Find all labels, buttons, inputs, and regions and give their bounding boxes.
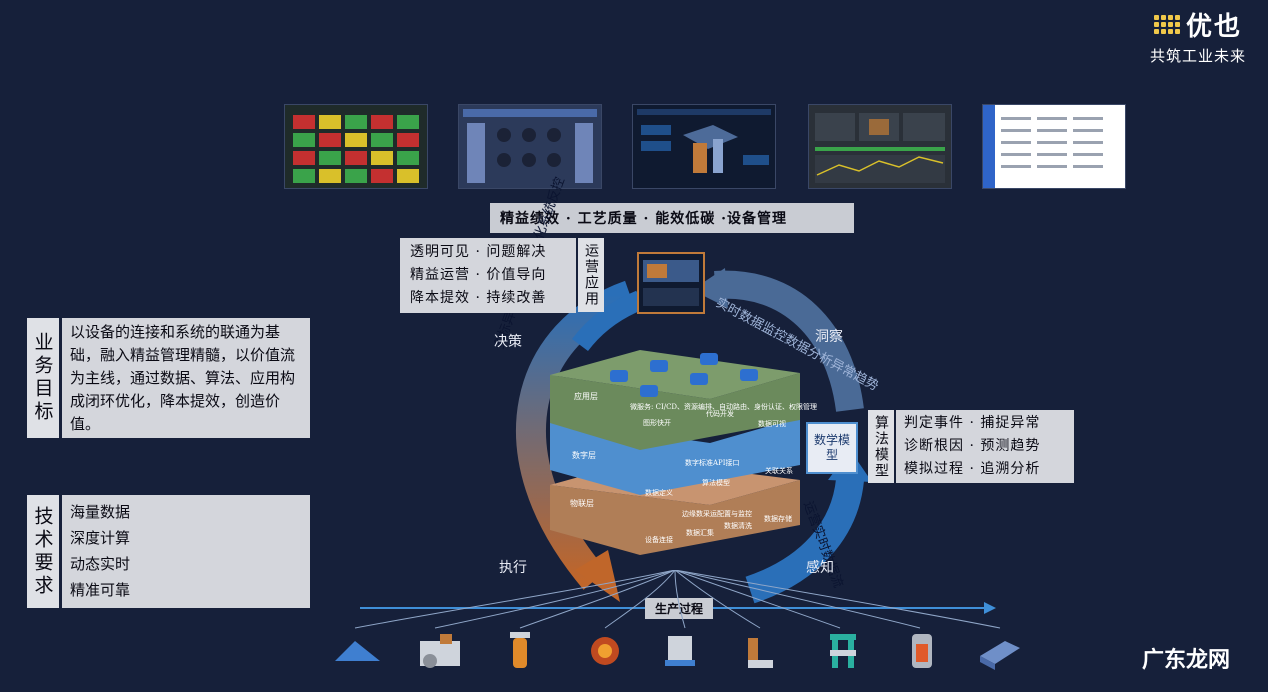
app-layer-item-1: 微服务: CI/CD、资源编排、自动路由、身份认证、权限管理 (630, 403, 818, 411)
logo-mark-icon (1153, 15, 1180, 34)
cycle-sense-label: 感知 (806, 560, 834, 576)
ops-application-title: 运营应用 (578, 238, 604, 312)
business-goal-title: 业务目标 (27, 318, 59, 438)
tech-item-1: 海量数据 (70, 503, 131, 521)
data-layer-name: 数字层 (572, 451, 596, 460)
casting-machine-icon (665, 636, 695, 666)
tech-item-3: 动态实时 (70, 555, 131, 573)
algo-line-2: 诊断根因 · 预测趋势 (904, 438, 1041, 454)
algo-line-3: 模拟过程 · 追溯分析 (904, 461, 1041, 477)
ops-app-screenshot (637, 252, 705, 314)
data-layer-item-4: 关联关系 (765, 467, 793, 475)
iot-layer-item-4: 数据清洗 (724, 522, 752, 530)
steel-coil-icon (980, 641, 1020, 670)
algo-line-1: 判定事件 · 捕捉异常 (904, 415, 1041, 431)
dashboard-thumbnail-table (982, 104, 1126, 189)
app-layer-item-2: 图形快开 (643, 419, 671, 427)
app-layer-name: 应用层 (574, 392, 598, 401)
iot-layer-item-1: 边缘数采运配置与监控 (682, 510, 752, 518)
data-layer-item-3: 算法模型 (702, 479, 730, 487)
app-icons (610, 353, 758, 397)
ore-pile-icon (335, 641, 380, 661)
platform-stack (550, 350, 800, 555)
ops-line-2: 精益运营 · 价值导向 (410, 267, 547, 283)
top-arc-arrow (714, 270, 864, 412)
iot-layer-item-3: 数据汇集 (686, 529, 714, 537)
dashboard-thumbnail-process (458, 104, 602, 189)
rolling-mill-icon (830, 634, 856, 668)
production-axis-arrow-icon (984, 602, 996, 614)
algo-model-box: 判定事件 · 捕捉异常 诊断根因 · 预测趋势 模拟过程 · 追溯分析 (896, 410, 1074, 483)
watermark: 广东龙网 (1141, 648, 1230, 673)
math-model-cube: 数学模型 (806, 422, 858, 474)
tech-requirement-title: 技术要求 (27, 495, 59, 608)
top-arrow-head (692, 268, 728, 308)
dashboard-thumbnail-heatmap (284, 104, 428, 189)
converter-icon (591, 637, 619, 665)
crusher-icon (420, 634, 460, 668)
ops-line-3: 降本提效 · 持续改善 (410, 290, 547, 306)
left-arrow-head (575, 550, 620, 602)
ops-line-1: 透明可见 · 问题解决 (410, 244, 547, 260)
ops-application-box: 透明可见 · 问题解决 精益运营 · 价值导向 降本提效 · 持续改善 (400, 238, 576, 313)
tech-item-2: 深度计算 (70, 529, 131, 547)
brand-name: 优也 (1185, 12, 1242, 42)
right-arc-arrow (745, 478, 864, 604)
tech-item-4: 精准可靠 (70, 581, 131, 599)
management-goals-banner: 精益绩效 · 工艺质量 · 能效低碳 ·设备管理 (490, 203, 854, 233)
dashboard-thumbnail-3d-plant (632, 104, 776, 189)
cycle-insight-label: 洞察 (815, 329, 843, 345)
furnace-lamp-icon (510, 632, 530, 668)
business-goal-text: 以设备的连接和系统的联通为基础，融入精益管理精髓，以价值流为主线，通过数据、算法… (62, 318, 310, 438)
cycle-decide-label: 决策 (494, 334, 522, 350)
tech-requirement-box: 海量数据 深度计算 动态实时 精准可靠 (62, 495, 310, 608)
algo-model-title: 算法模型 (868, 410, 894, 483)
production-equipment-row (335, 632, 1020, 670)
heating-furnace-icon (912, 634, 932, 668)
brand-tagline: 共筑工业未来 (1149, 47, 1246, 65)
dashboard-thumbnail-monitor (808, 104, 952, 189)
iot-layer-item-2: 设备连接 (645, 536, 673, 544)
iot-layer-item-5: 数据存储 (764, 515, 792, 523)
data-layer-item-1: 数字标准API接口 (685, 459, 740, 467)
ops-arc-arrow (572, 290, 644, 352)
app-layer-item-4: 数据可视 (758, 420, 786, 428)
app-layer-item-3: 代码开发 (706, 410, 734, 418)
iot-layer-name: 物联层 (570, 499, 594, 508)
ladle-icon (748, 638, 773, 668)
production-process-label: 生产过程 (645, 598, 714, 619)
data-layer-item-2: 数据定义 (645, 489, 673, 497)
production-fan-lines (354, 570, 1001, 629)
brand-logo: 优也 共筑工业未来 (1150, 6, 1246, 66)
cycle-execute-label: 执行 (499, 560, 527, 576)
